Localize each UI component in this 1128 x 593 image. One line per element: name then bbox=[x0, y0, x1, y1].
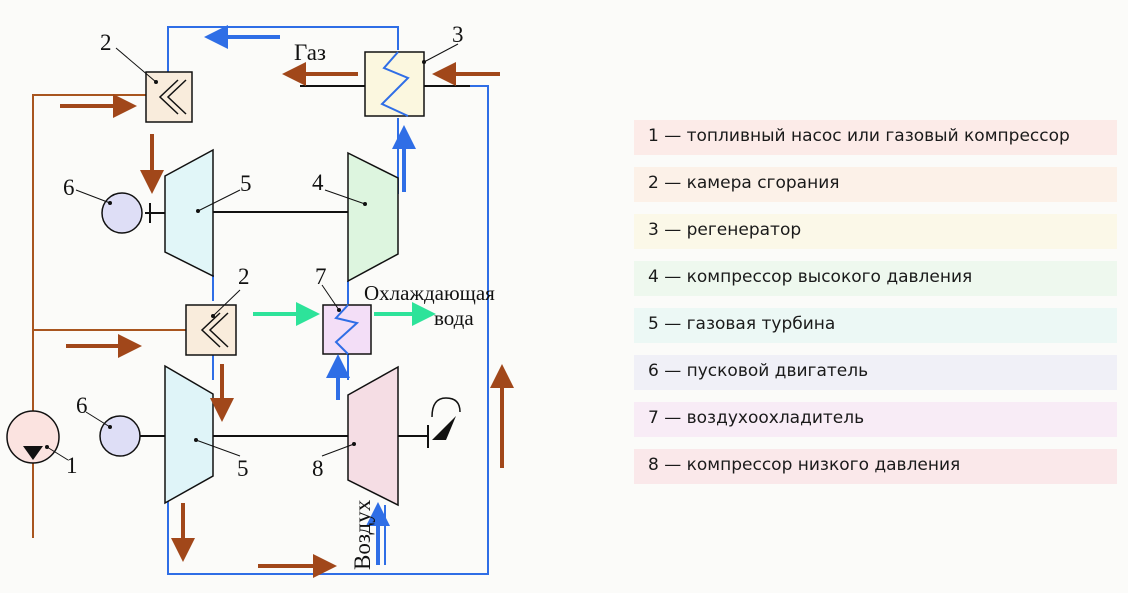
diagram-labels: 2 3 Газ 6 5 4 2 7 Охлаждающая вода 6 1 5… bbox=[63, 22, 495, 570]
label-2-top: 2 bbox=[100, 30, 112, 55]
gas-turbine-top bbox=[164, 148, 214, 278]
legend-item-6: 6 — пусковой двигатель bbox=[634, 355, 1117, 390]
air-cooler bbox=[322, 304, 372, 355]
starter-motor-top bbox=[101, 192, 143, 234]
fuel-line-top bbox=[32, 94, 146, 412]
legend-item-5: 5 — газовая турбина bbox=[634, 308, 1117, 343]
fuel-lines bbox=[32, 94, 186, 538]
blue-flow-arrows bbox=[204, 25, 416, 565]
label-1: 1 bbox=[66, 453, 78, 478]
legend-item-2: 2 — камера сгорания bbox=[634, 167, 1117, 202]
label-7: 7 bbox=[315, 264, 327, 289]
legend-item-1: 1 — топливный насос или газовый компресс… bbox=[634, 120, 1117, 155]
brown-flow-arrows bbox=[60, 62, 514, 578]
label-5-bottom: 5 bbox=[237, 456, 249, 481]
legend-item-4: 4 — компрессор высокого давления bbox=[634, 261, 1117, 296]
lp-compressor bbox=[347, 365, 399, 507]
label-2-mid: 2 bbox=[238, 264, 250, 289]
label-5-top: 5 bbox=[240, 171, 252, 196]
label-6-bottom: 6 bbox=[76, 393, 88, 418]
combustion-chamber-mid bbox=[185, 304, 237, 356]
regenerator bbox=[364, 51, 426, 117]
label-4: 4 bbox=[312, 170, 324, 195]
legend-item-8: 8 — компрессор низкого давления bbox=[634, 449, 1117, 484]
label-8: 8 bbox=[312, 456, 324, 481]
load-rotation-icon bbox=[431, 397, 461, 440]
gas-turbine-bottom bbox=[164, 364, 214, 505]
label-3: 3 bbox=[452, 22, 464, 47]
label-cooling-water-1: Охлаждающая bbox=[364, 281, 495, 305]
gas-line-top bbox=[167, 26, 399, 72]
legend-item-7: 7 — воздухоохладитель bbox=[634, 402, 1117, 437]
label-6-top: 6 bbox=[63, 175, 75, 200]
fuel-pump bbox=[6, 410, 60, 464]
label-air: Воздух bbox=[350, 499, 375, 570]
starter-motor-bottom bbox=[99, 415, 141, 457]
label-cooling-water-2: вода bbox=[434, 306, 474, 330]
legend-item-3: 3 — регенератор bbox=[634, 214, 1117, 249]
leader-lines bbox=[46, 43, 459, 461]
component-legend: 1 — топливный насос или газовый компресс… bbox=[634, 120, 1117, 496]
hp-compressor bbox=[347, 151, 399, 283]
gas-turbine-schematic: 2 3 Газ 6 5 4 2 7 Охлаждающая вода 6 1 5… bbox=[6, 22, 514, 578]
label-gas: Газ bbox=[294, 40, 326, 65]
